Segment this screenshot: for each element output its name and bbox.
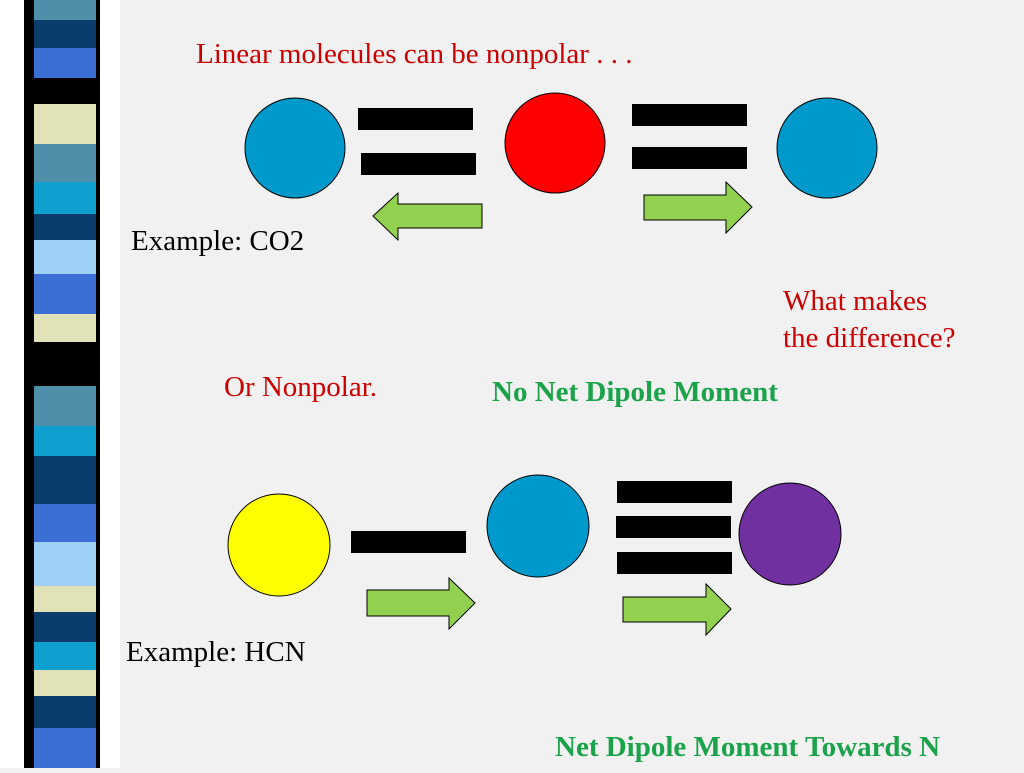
co2-dipole-arrow-left <box>372 191 483 242</box>
co2-bond-right-line-2 <box>632 147 747 169</box>
hcn-triple-bond-line-1 <box>617 481 732 503</box>
pillar-stripe <box>34 314 96 342</box>
pillar-stripe <box>34 274 96 314</box>
pillar-stripe <box>34 20 96 48</box>
striped-pillar <box>24 0 120 768</box>
co2-example-label: Example: CO2 <box>131 225 305 257</box>
pillar-stripe <box>34 504 96 542</box>
hcn-example-label: Example: HCN <box>126 636 306 668</box>
pillar-stripe <box>34 214 96 240</box>
pillar-stripe <box>34 670 96 696</box>
hcn-nitrogen-atom <box>738 482 842 586</box>
co2-bond-right-line-1 <box>632 104 747 126</box>
pillar-stripe <box>34 612 96 642</box>
or-nonpolar-label: Or Nonpolar. <box>224 371 378 403</box>
slide-title: Linear molecules can be nonpolar . . . <box>196 38 633 70</box>
pillar-stripe <box>34 728 96 768</box>
question-line-1: What makes <box>783 285 928 317</box>
hcn-dipole-arrow-left <box>366 576 476 631</box>
pillar-stripe <box>34 0 96 20</box>
pillar-stripe <box>34 456 96 504</box>
hcn-molecule <box>227 474 842 637</box>
pillar-stripe <box>34 144 96 182</box>
pillar-stripe <box>34 642 96 670</box>
pillar-stripe <box>34 542 96 586</box>
hcn-carbon-atom <box>486 474 590 578</box>
pillar-stripe <box>34 48 96 78</box>
hcn-triple-bond-line-3 <box>617 552 732 574</box>
hcn-dipole-arrow-right <box>622 582 732 637</box>
hcn-single-bond <box>351 531 466 553</box>
question-line-2: the difference? <box>783 322 956 354</box>
pillar-stripe <box>34 586 96 612</box>
pillar-stripe <box>34 426 96 456</box>
pillar-stripe <box>34 696 96 728</box>
pillar-stripe <box>34 240 96 274</box>
decorative-sidebar <box>0 0 120 768</box>
co2-dipole-arrow-right <box>643 180 753 235</box>
hcn-triple-bond-line-2 <box>616 516 731 538</box>
pillar-stripe <box>34 386 96 426</box>
pillar-stripe <box>34 182 96 214</box>
co2-oxygen-left-atom <box>244 97 346 199</box>
pillar-stripe <box>34 342 96 386</box>
net-dipole-label: Net Dipole Moment Towards N <box>555 731 941 763</box>
pillar-stripe <box>34 78 96 104</box>
co2-bond-left-line-2 <box>361 153 476 175</box>
hcn-hydrogen-atom <box>227 493 331 597</box>
no-net-dipole-label: No Net Dipole Moment <box>492 376 778 408</box>
co2-molecule <box>244 92 878 242</box>
pillar-stripe <box>34 104 96 144</box>
co2-bond-left-line-1 <box>358 108 473 130</box>
co2-oxygen-right-atom <box>776 97 878 199</box>
co2-carbon-atom <box>504 92 606 194</box>
